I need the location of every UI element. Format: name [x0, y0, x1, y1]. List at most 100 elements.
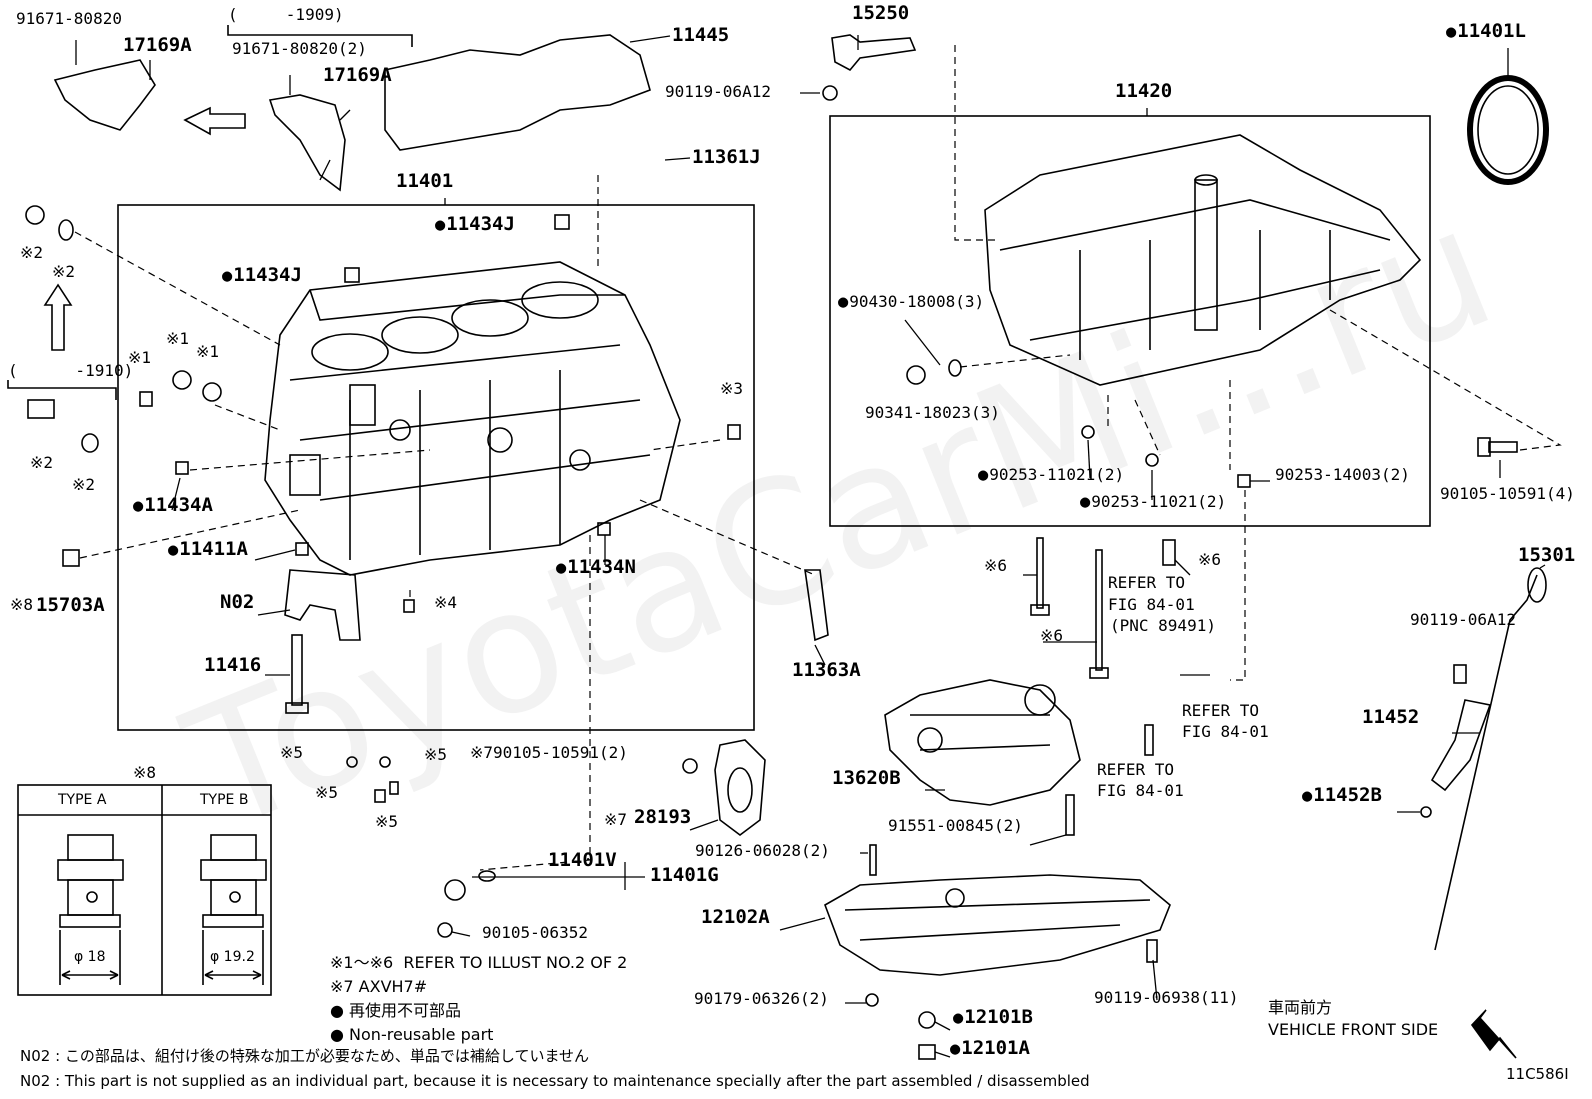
part-label: 11416 [204, 654, 262, 676]
part-label: 17169A [323, 64, 392, 86]
note-mark: ※6 [984, 556, 1008, 575]
note-n02-jp: N02 : この部品は、組付け後の特殊な加工が必要なため、単品では補給していませ… [20, 1047, 590, 1065]
part-label: 12101B [953, 1008, 1033, 1027]
part-label: 91671-80820 [16, 9, 122, 28]
part-label: 91551-00845(2) [888, 816, 1023, 835]
part-label: 90119-06938(11) [1094, 988, 1239, 1007]
cylinder-block-drawing [264, 261, 681, 576]
part-label: 90126-06028(2) [695, 841, 830, 860]
part-label: ※790105-10591(2) [470, 743, 628, 762]
note-mark: ※5 [315, 783, 339, 802]
part-label: 11401G [650, 864, 719, 886]
note-mark: ※3 [720, 379, 744, 398]
refer-label: FIG 84-01 [1182, 722, 1269, 741]
part-label: 11361J [692, 146, 761, 168]
part-label: 15250 [852, 2, 910, 24]
cylinder-block-frame [117, 204, 755, 731]
part-label: 11420 [1115, 80, 1173, 102]
note-mark: ※6 [1198, 550, 1222, 569]
front-arrow [1470, 1009, 1517, 1059]
note-nonreusable-jp: ● 再使用不可部品 [330, 1001, 462, 1020]
note-mark: ※1 [128, 348, 152, 367]
bracket-17169a-a [53, 59, 156, 131]
refer-label: FIG 84-01 [1108, 595, 1195, 614]
refer-label: FIG 84-01 [1097, 781, 1184, 800]
note-mark: ※5 [424, 745, 448, 764]
part-label: 11401L [1446, 22, 1526, 41]
part-label: 11452B [1302, 786, 1382, 805]
oil-pump-drawing [884, 679, 1081, 806]
arrow-left [183, 106, 246, 136]
cover-11445 [384, 34, 651, 151]
sensor-15250 [831, 34, 917, 72]
note-mark: ※1 [196, 342, 220, 361]
part-label: 90179-06326(2) [694, 989, 829, 1008]
part-label: 12101A [950, 1039, 1030, 1058]
type-table-frame [17, 784, 272, 996]
refer-label: REFER TO [1097, 760, 1175, 779]
refer-label: REFER TO [1182, 701, 1260, 720]
part-label: 90341-18023(3) [865, 403, 1000, 422]
type-b-diameter: φ 19.2 [210, 949, 255, 965]
part-label: 12102A [701, 906, 770, 928]
part-label: N02 [220, 591, 255, 613]
note-mark: ※6 [1040, 626, 1064, 645]
gasket-28193 [714, 739, 766, 836]
note-mark: ※1 [166, 329, 190, 348]
note-mark: ※2 [72, 475, 96, 494]
part-label: 28193 [634, 806, 692, 828]
part-label: 11401V [548, 849, 617, 871]
refer-label: REFER TO [1108, 573, 1186, 592]
part-label: 11363A [792, 659, 861, 681]
part-label: 11452 [1362, 706, 1420, 728]
arrow-up [43, 283, 73, 351]
part-label: 90105-06352 [482, 923, 588, 942]
note-mark: ※2 [30, 453, 54, 472]
note-mark: ※5 [375, 812, 399, 831]
part-label: 90430-18008(3) [838, 294, 984, 311]
note-mark: ※2 [52, 262, 76, 281]
note-mark: ※4 [434, 593, 458, 612]
oil-pan-lower-drawing [824, 874, 1171, 976]
illustration-code: 11C586I [1506, 1065, 1569, 1083]
part-label: 90253-14003(2) [1275, 465, 1410, 484]
part-label: 11401 [396, 170, 454, 192]
part-label: 11434J [435, 215, 515, 234]
part-label: 90105-10591(4) [1440, 484, 1575, 503]
part-label: 90253-11021(2) [978, 467, 1124, 484]
part-label: 17169A [123, 34, 192, 56]
rear-oil-seal [1467, 75, 1549, 185]
note-refer-illust: ※1～※6 REFER TO ILLUST NO.2 OF 2 [330, 953, 628, 972]
refer-label: (PNC 89491) [1110, 616, 1216, 635]
oil-pan-frame [829, 115, 1431, 527]
dipstick [1434, 574, 1538, 951]
part-label: 11445 [672, 24, 730, 46]
note-mark: ※8 [10, 595, 34, 614]
part-11363a [804, 569, 829, 642]
part-label: 13620B [832, 767, 901, 789]
part-label: 15703A [36, 594, 105, 616]
part-label: 91671-80820(2) [232, 39, 367, 58]
part-label: 11411A [168, 540, 248, 559]
note-mark: ※2 [20, 243, 44, 262]
note-mark: ※7 [604, 810, 628, 829]
oil-pan-upper-drawing [984, 134, 1422, 386]
part-label: 90119-06A12 [665, 82, 771, 101]
year-range-label: ( -1909) [228, 5, 344, 24]
bracket-17169a-b [268, 94, 346, 192]
type-b-header: TYPE B [200, 792, 249, 808]
note-axvh7: ※7 AXVH7# [330, 977, 428, 996]
type-a-diameter: φ 18 [74, 949, 106, 965]
part-label: 11434N [556, 558, 636, 577]
bearing-cap [284, 569, 361, 641]
part-label: 15301 [1518, 544, 1576, 566]
part-label: 11434A [133, 496, 213, 515]
front-side-jp: 車両前方 [1268, 998, 1333, 1017]
type-a-header: TYPE A [58, 792, 107, 808]
front-side-en: VEHICLE FRONT SIDE [1268, 1020, 1439, 1039]
guide-11452 [1430, 699, 1492, 792]
type-pin-drawings [57, 834, 267, 985]
part-label: 11434J [222, 266, 302, 285]
